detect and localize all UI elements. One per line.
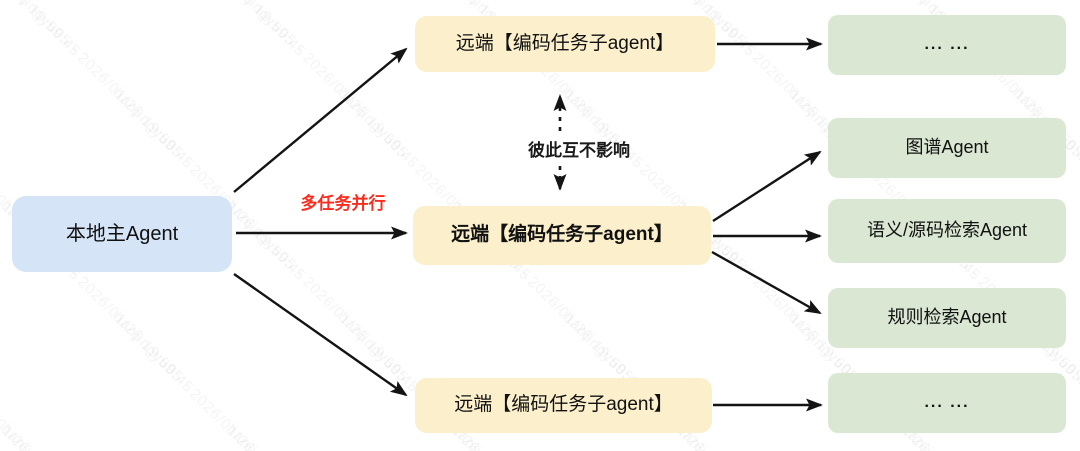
node-ellipsis-bottom-label: ... ... bbox=[924, 394, 970, 412]
node-graph-agent: 图谱Agent bbox=[828, 118, 1066, 178]
node-local-main-agent-label: 本地主Agent bbox=[65, 223, 179, 245]
node-semantic-source-retrieval-agent-label: 语义/源码检索Agent bbox=[866, 220, 1028, 241]
node-rule-retrieval-agent: 规则检索Agent bbox=[828, 288, 1066, 348]
edge-label-multi-task-parallel: 多任务并行 bbox=[300, 194, 386, 213]
node-remote-coding-subagent-top: 远端【编码任务子agent】 bbox=[415, 16, 715, 72]
node-graph-agent-label: 图谱Agent bbox=[905, 137, 989, 158]
node-remote-coding-subagent-bottom: 远端【编码任务子agent】 bbox=[415, 378, 712, 433]
node-remote-coding-subagent-top-label: 远端【编码任务子agent】 bbox=[455, 32, 675, 54]
node-ellipsis-top-label: ... ... bbox=[924, 36, 970, 54]
node-semantic-source-retrieval-agent: 语义/源码检索Agent bbox=[828, 199, 1066, 263]
node-ellipsis-bottom: ... ... bbox=[828, 373, 1066, 433]
edge-local-to-remote-top bbox=[233, 47, 408, 193]
edge-remote-middle-to-graph-agent bbox=[712, 150, 822, 223]
node-rule-retrieval-agent-label: 规则检索Agent bbox=[887, 307, 1007, 328]
edge-remote-middle-to-rule-agent bbox=[711, 250, 822, 315]
node-local-main-agent: 本地主Agent bbox=[12, 196, 232, 272]
edge-label-mutual-independence: 彼此互不影响 bbox=[528, 141, 630, 160]
node-remote-coding-subagent-bottom-label: 远端【编码任务子agent】 bbox=[454, 394, 673, 416]
node-remote-coding-subagent-middle-label: 远端【编码任务子agent】 bbox=[451, 224, 673, 246]
node-remote-coding-subagent-middle: 远端【编码任务子agent】 bbox=[413, 206, 711, 265]
edge-local-to-remote-bottom bbox=[233, 273, 408, 397]
node-ellipsis-top: ... ... bbox=[828, 15, 1066, 75]
